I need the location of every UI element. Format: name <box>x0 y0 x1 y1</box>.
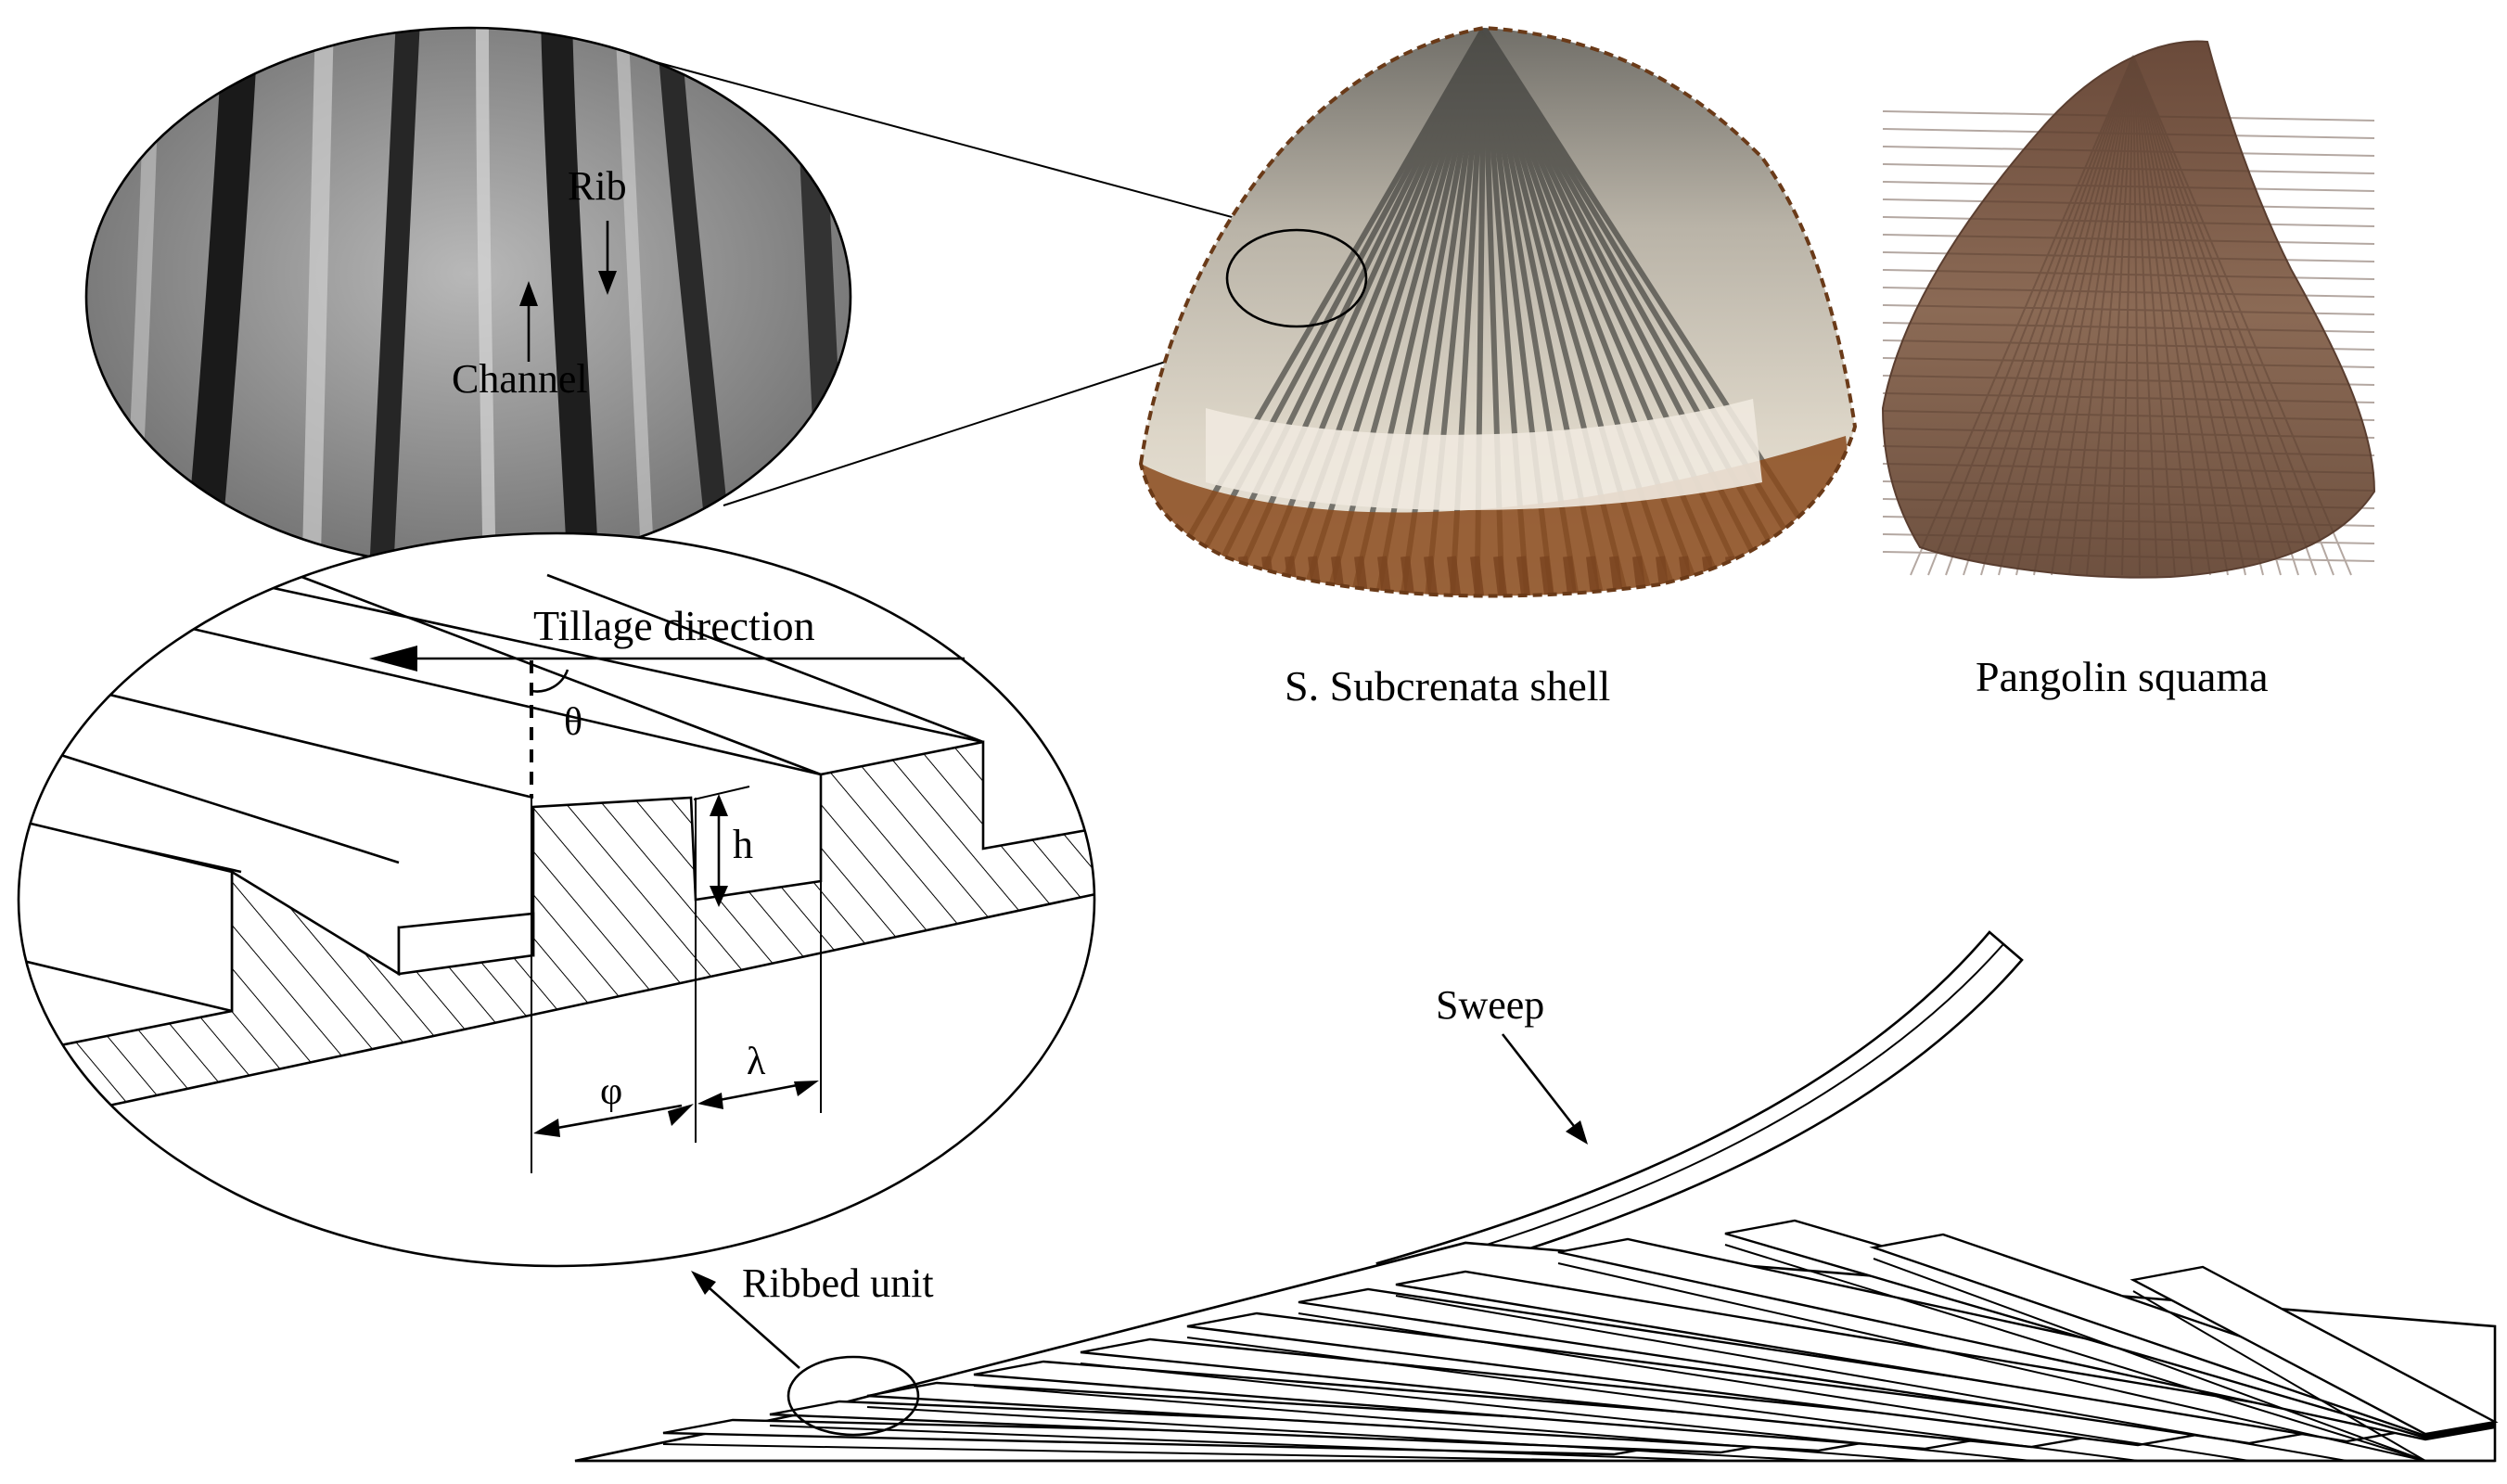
shell-caption: S. Subcrenata shell <box>1285 662 1610 710</box>
theta-label: θ <box>564 701 582 744</box>
lambda-dimension <box>709 1081 808 1104</box>
sweep-arrow <box>1501 1033 1579 1131</box>
ribbed-units <box>662 1219 2499 1462</box>
phi-dimension <box>546 1104 683 1132</box>
section-outline <box>17 531 1096 1268</box>
sweep-label: Sweep <box>1436 982 1544 1028</box>
ribbed-unit-arrow <box>699 1279 800 1369</box>
theta-arc <box>531 669 569 693</box>
pangolin-caption: Pangolin squama <box>1976 653 2269 700</box>
ribbed-unit-circle <box>787 1355 920 1437</box>
h-label: h <box>733 822 753 867</box>
zoom-line-top <box>648 59 1295 235</box>
ribbed-unit-label: Ribbed unit <box>742 1260 934 1306</box>
shell-illustration <box>1138 25 1858 598</box>
shell-zoom-circle <box>1225 228 1368 328</box>
lambda-label: λ <box>747 1041 766 1083</box>
tillage-direction-label: Tillage direction <box>533 602 815 649</box>
pangolin-squama-illustration <box>1881 40 2376 579</box>
sweep-assembly: Ribbed unit Sweep <box>574 930 2499 1463</box>
rib-label: Rib <box>568 163 627 209</box>
phi-label: φ <box>600 1070 622 1113</box>
channel-label: Channel <box>452 356 588 402</box>
micrograph-panel: Rib Channel <box>84 26 852 568</box>
rib-cross-section: Tillage direction θ h φ λ <box>17 531 1096 1268</box>
